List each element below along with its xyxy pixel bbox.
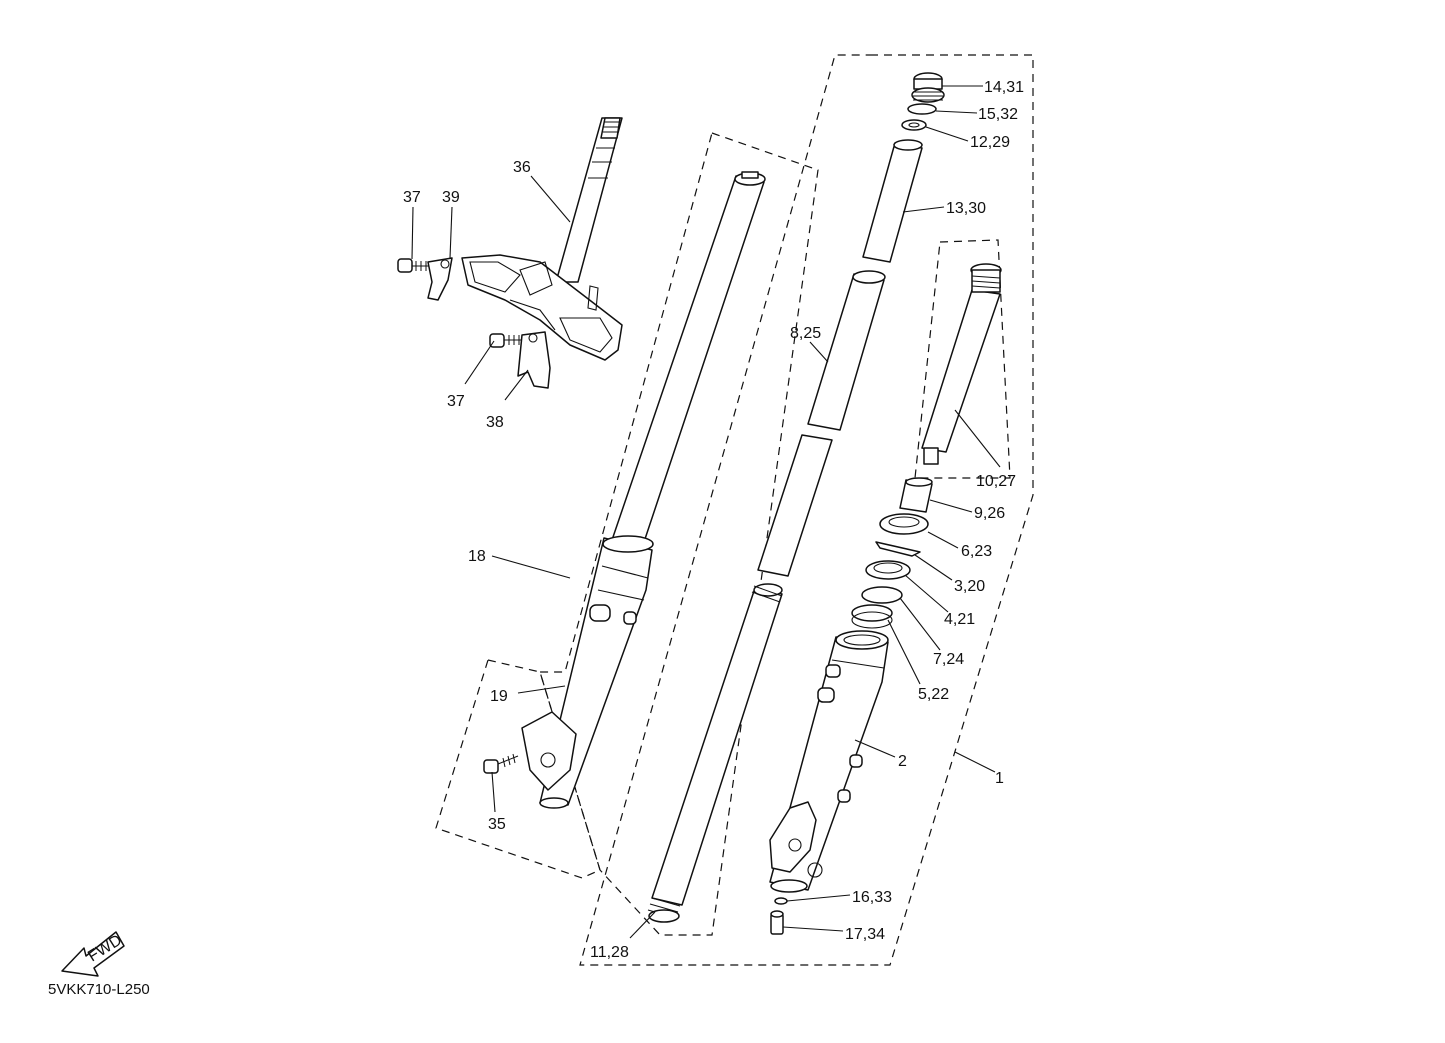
spacer-13-30 xyxy=(862,139,923,263)
outer-tube-group-outline xyxy=(435,659,601,879)
outer-tube-2 xyxy=(769,630,889,893)
label-9-26: 9,26 xyxy=(974,505,1005,522)
label-16-33: 16,33 xyxy=(852,889,892,906)
label-37-bottom: 37 xyxy=(447,393,465,410)
label-8-25: 8,25 xyxy=(790,325,821,342)
bolt-35 xyxy=(483,753,519,774)
inner-tube-18 xyxy=(611,171,766,549)
label-3-20: 3,20 xyxy=(954,578,985,595)
fork-cap-14-31 xyxy=(911,72,945,103)
label-36: 36 xyxy=(513,159,531,176)
label-5-22: 5,22 xyxy=(918,686,949,703)
damper-rod-10-27 xyxy=(921,263,1002,465)
label-17-34: 17,34 xyxy=(845,926,885,943)
label-35: 35 xyxy=(488,816,506,833)
bolt-37-top xyxy=(397,258,432,273)
leader-lines xyxy=(411,85,1001,939)
label-1: 1 xyxy=(995,770,1004,787)
steering-stem-36 xyxy=(555,117,623,283)
label-14-31: 14,31 xyxy=(984,79,1024,96)
label-15-32: 15,32 xyxy=(978,106,1018,123)
o-ring-15-32 xyxy=(907,103,937,115)
clamp-39 xyxy=(427,257,453,301)
label-6-23: 6,23 xyxy=(961,543,992,560)
slide-metal-5-22 xyxy=(851,604,893,629)
oil-lock-piece-9-26 xyxy=(899,477,933,513)
gasket-16-33 xyxy=(774,897,788,905)
washer-7-24 xyxy=(861,586,903,604)
label-19: 19 xyxy=(490,688,508,705)
fork-spring-8-25 xyxy=(757,270,886,577)
lower-bracket xyxy=(461,254,623,361)
label-13-30: 13,30 xyxy=(946,200,986,217)
label-11-28: 11,28 xyxy=(590,944,629,961)
clip-3-20 xyxy=(875,541,921,557)
label-38: 38 xyxy=(486,414,504,431)
label-12-29: 12,29 xyxy=(970,134,1010,151)
label-37-top: 37 xyxy=(403,189,421,206)
rebound-spring-11-28 xyxy=(647,583,783,923)
fork-assembly-1-outline xyxy=(579,54,1034,966)
washer-12-29 xyxy=(901,119,927,131)
label-4-21: 4,21 xyxy=(944,611,975,628)
bolt-17-34 xyxy=(770,910,784,935)
label-7-24: 7,24 xyxy=(933,651,964,668)
damper-group-outline xyxy=(914,239,1011,479)
inner-tube-group-outline xyxy=(539,132,819,936)
label-2: 2 xyxy=(898,753,907,770)
outer-tube-19 xyxy=(521,535,654,809)
bolt-37-bottom xyxy=(489,333,524,348)
label-18: 18 xyxy=(468,548,486,565)
fwd-arrow-icon: FWD xyxy=(61,931,125,977)
label-10-27: 10,27 xyxy=(976,473,1016,490)
oil-seal-4-21 xyxy=(865,560,911,580)
diagram-code: 5VKK710-L250 xyxy=(48,981,150,998)
label-39: 39 xyxy=(442,189,460,206)
clamp-38 xyxy=(517,331,551,389)
dust-seal-6-23 xyxy=(879,513,929,535)
